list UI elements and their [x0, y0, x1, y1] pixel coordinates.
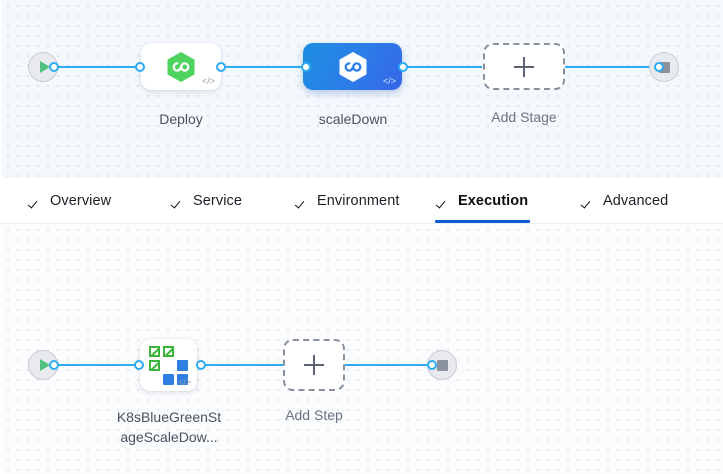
- plus-icon: [304, 355, 324, 375]
- check-icon: [296, 194, 309, 207]
- tab-environment[interactable]: Environment: [294, 178, 402, 223]
- k8s-scale-blue-green-icon: [140, 339, 197, 391]
- plus-icon: [514, 56, 534, 77]
- harness-deploy-hexagon-icon: [141, 43, 221, 90]
- port-step-out[interactable]: [196, 360, 206, 370]
- add-stage-label: Add Stage: [491, 109, 557, 125]
- tab-label: Service: [193, 192, 243, 209]
- port-step-in[interactable]: [134, 360, 144, 370]
- code-glyph-icon: </>: [382, 76, 396, 86]
- port-scaledown-in[interactable]: [301, 62, 311, 72]
- edge-step-to-addstep: [202, 364, 284, 366]
- add-step-button[interactable]: [283, 339, 345, 391]
- step-label-line-1: K8sBlueGreenSt: [116, 409, 222, 425]
- port-exec-end-in[interactable]: [427, 360, 437, 370]
- port-end-in[interactable]: [654, 62, 664, 72]
- port-start-out[interactable]: [49, 62, 59, 72]
- code-glyph-icon: </>: [201, 76, 215, 86]
- stop-icon: [436, 359, 448, 371]
- harness-deploy-hexagon-icon: [303, 43, 402, 90]
- port-deploy-in[interactable]: [135, 62, 145, 72]
- stop-icon: [658, 61, 670, 73]
- edge-deploy-to-scaledown: [224, 66, 310, 68]
- port-scaledown-out[interactable]: [398, 62, 408, 72]
- port-exec-start-out[interactable]: [49, 360, 59, 370]
- tab-label: Advanced: [603, 192, 669, 209]
- edge-start-to-step: [52, 364, 140, 366]
- tab-service[interactable]: Service: [170, 178, 244, 223]
- play-icon: [39, 61, 50, 73]
- check-icon: [437, 194, 450, 207]
- check-icon: [582, 194, 595, 207]
- tab-advanced[interactable]: Advanced: [580, 178, 670, 223]
- play-icon: [39, 359, 50, 371]
- tab-execution[interactable]: Execution: [435, 178, 531, 223]
- add-stage-button[interactable]: [483, 43, 565, 90]
- stage-node-deploy[interactable]: </>: [141, 43, 221, 90]
- check-icon: [172, 194, 185, 207]
- tab-overview[interactable]: Overview: [27, 178, 113, 223]
- edge-addstep-to-end: [345, 364, 430, 366]
- check-icon: [29, 194, 42, 207]
- pipeline-end-node[interactable]: [649, 52, 679, 82]
- edge-start-to-deploy: [52, 66, 144, 68]
- add-step-label: Add Step: [285, 407, 343, 423]
- stage-node-scaledown[interactable]: </>: [303, 43, 402, 90]
- stage-label-deploy: Deploy: [159, 111, 203, 127]
- stage-graph-canvas[interactable]: </> Deploy </> scaleDown Add Stage: [0, 0, 723, 178]
- tab-label: Overview: [50, 192, 112, 209]
- stage-label-scaledown: scaleDown: [318, 111, 388, 127]
- tab-label: Environment: [317, 192, 400, 209]
- step-node-k8s-blue-green-scale-down[interactable]: </>: [140, 339, 197, 391]
- tab-label: Execution: [458, 192, 529, 209]
- edge-scaledown-to-addstage: [394, 66, 482, 68]
- edge-addstage-to-end: [565, 66, 658, 68]
- pipeline-start-node[interactable]: [28, 52, 58, 82]
- stage-config-tabs: Overview Service Environment Execution A…: [0, 178, 723, 224]
- execution-step-canvas[interactable]: </> K8sBlueGreenSt ageScaleDow... Add St…: [0, 224, 723, 474]
- port-deploy-out[interactable]: [216, 62, 226, 72]
- step-label-line-2: ageScaleDow...: [120, 429, 218, 445]
- code-glyph-icon: </>: [177, 377, 191, 387]
